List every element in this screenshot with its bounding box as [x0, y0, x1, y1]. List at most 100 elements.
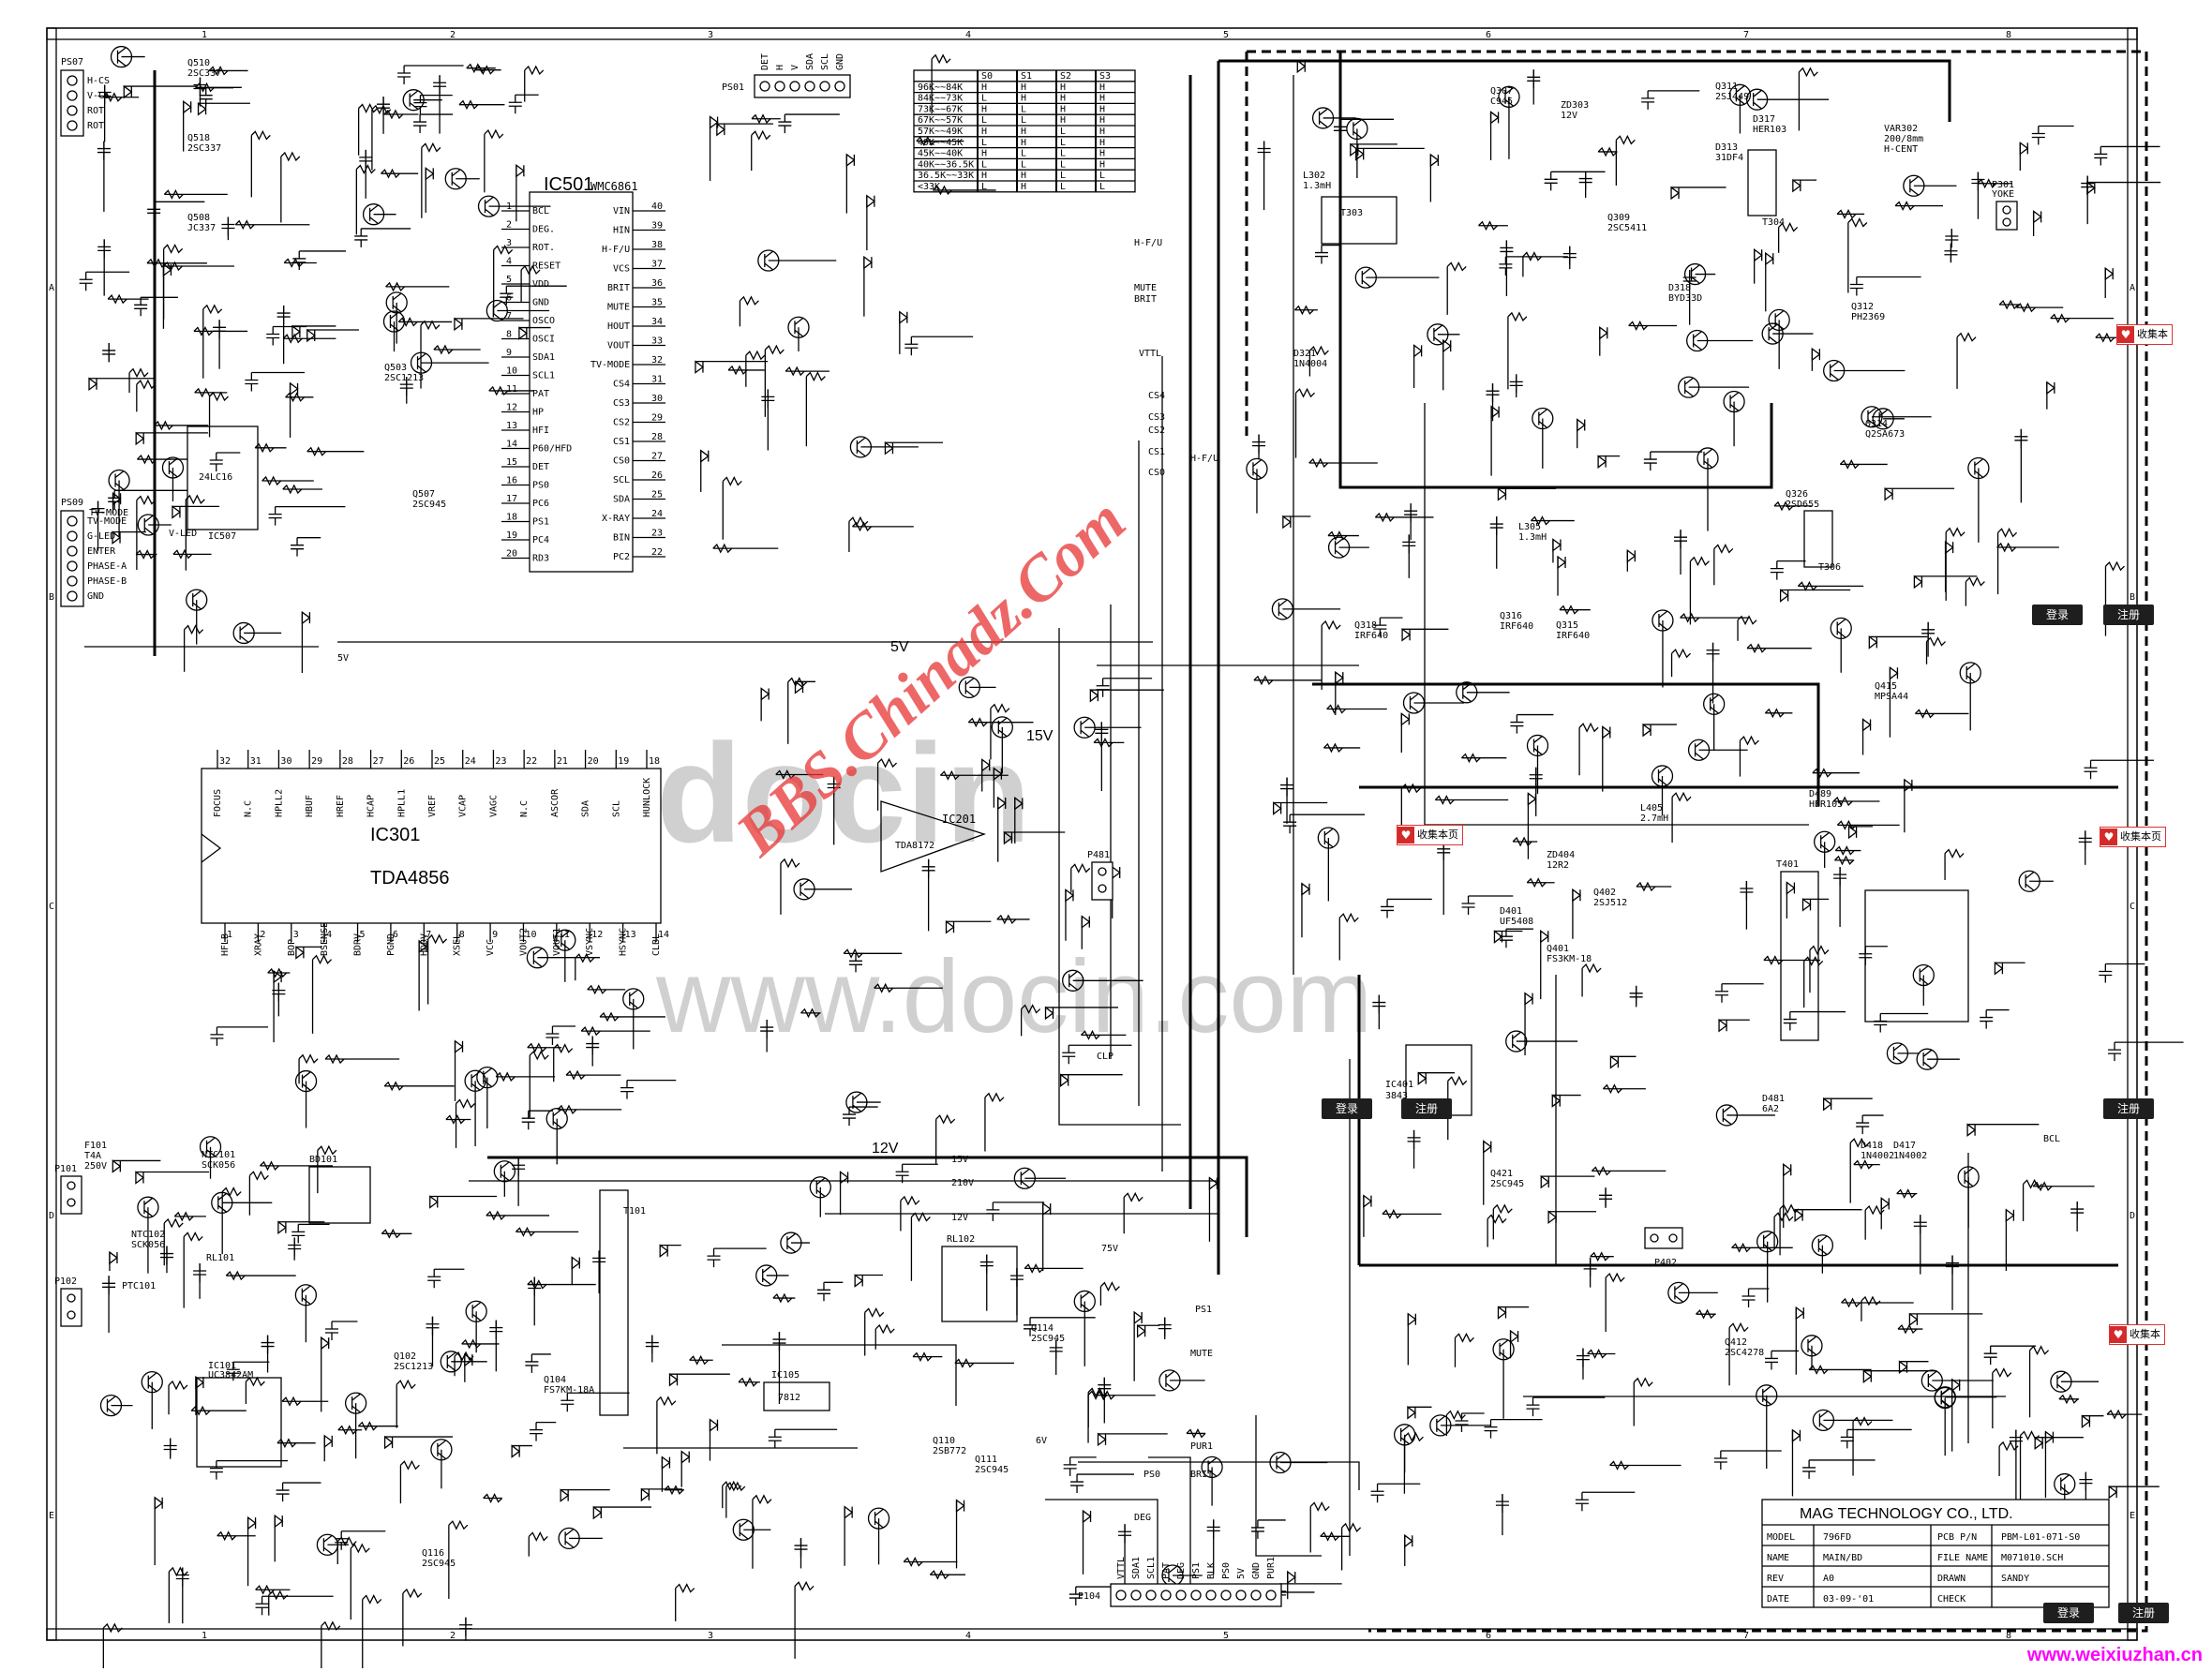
register-button-4[interactable]: 注册	[2118, 1603, 2169, 1623]
transistor-symbol	[1271, 598, 1294, 620]
login-button-1[interactable]: 登录	[2032, 605, 2083, 625]
label-q421: 2SC945	[1490, 1179, 1524, 1189]
label-d481: D481	[1762, 1094, 1785, 1104]
diode-symbol	[2046, 381, 2055, 396]
login-button-2[interactable]: 登录	[1322, 1098, 1372, 1119]
mode-table-cell: H	[1060, 115, 1066, 126]
ic501-pin-number: 36	[651, 278, 663, 289]
ps01-ref: PS01	[722, 82, 744, 93]
fav-button-1[interactable]: ♥收集本	[2116, 324, 2173, 345]
resistor-symbol	[848, 515, 869, 527]
ic201-ref: IC201	[942, 813, 976, 826]
login-button-3[interactable]: 登录	[2043, 1603, 2094, 1623]
label-d401: UF5408	[1500, 917, 1533, 927]
grid-col-label: 7	[1743, 30, 1749, 40]
resistor-symbol	[929, 1569, 949, 1580]
ic501-pin-number: 13	[506, 421, 517, 431]
mode-table-cell: H	[981, 104, 987, 114]
capacitor-symbol	[1983, 1346, 1997, 1366]
capacitor-symbol	[1402, 534, 1416, 554]
transistor-leads	[1080, 717, 1090, 738]
label-q507: 2SC945	[412, 500, 446, 510]
grid-col-label: 3	[708, 30, 713, 40]
resistor-symbol	[1308, 457, 1329, 469]
ic501-pin-label: OSCI	[532, 335, 555, 345]
resistor-symbol	[1834, 845, 1855, 856]
label-q326: Q326	[1786, 489, 1808, 500]
register-button-2[interactable]: 注册	[1401, 1098, 1452, 1119]
fav-button-3[interactable]: ♥收集本页	[2100, 827, 2166, 847]
transistor-symbol	[476, 1066, 499, 1089]
ic301-pin-label: VREF	[427, 795, 438, 817]
transistor-symbol	[1158, 1369, 1181, 1392]
resistor-symbol	[787, 677, 808, 688]
capacitor-symbol	[1280, 777, 1294, 797]
register-button-1[interactable]: 注册	[2103, 605, 2154, 625]
mode-table-cell: H	[1099, 94, 1105, 104]
transistor-symbol	[1073, 716, 1096, 739]
diode-symbol	[1208, 1176, 1218, 1190]
resistor-symbol	[1530, 515, 1550, 527]
capacitor-symbol	[1500, 240, 1514, 260]
fav-button-2[interactable]: ♥收集本页	[1397, 825, 1463, 845]
label-q104: FS7KM-18A	[544, 1385, 594, 1396]
mode-table-header: S0	[981, 71, 993, 82]
resistor-symbol	[399, 1459, 420, 1470]
transistor-leads	[1964, 1167, 1974, 1187]
net-6v: 6V	[1036, 1436, 1047, 1446]
transistor-leads	[764, 250, 774, 271]
transistor-leads	[368, 204, 379, 225]
ic301-pin-label: VSYNC	[585, 928, 595, 956]
resistor-symbol	[527, 1279, 547, 1291]
label-t303: T303	[1340, 208, 1363, 218]
resistor-symbol	[383, 1081, 404, 1092]
resistor-symbol	[136, 454, 157, 465]
resistor-symbol	[254, 442, 275, 454]
capacitor-symbol	[134, 297, 148, 317]
transistor-symbol	[867, 1507, 890, 1530]
net-cs3: CS3	[1148, 412, 1165, 423]
fav-button-4[interactable]: ♥收集本	[2109, 1324, 2165, 1345]
diode-symbol	[1509, 1329, 1519, 1344]
p104-pin-label: DEG	[1176, 1562, 1187, 1579]
ic501-pin-label: OSCO	[532, 316, 555, 326]
heart-icon: ♥	[2100, 829, 2117, 845]
net-cs0: CS0	[1148, 468, 1165, 478]
transistor-leads	[147, 1372, 157, 1393]
transistor-symbol	[1801, 1335, 1823, 1357]
ic301-pin-label: BOP	[287, 939, 297, 956]
resistor-symbol	[1382, 1208, 1402, 1219]
transistor-symbol	[1703, 693, 1726, 715]
label-q104: Q104	[544, 1375, 566, 1385]
register-button-3[interactable]: 注册	[2103, 1098, 2154, 1119]
capacitor-symbol	[213, 320, 227, 339]
transistor-symbol	[1957, 1166, 1980, 1188]
ic401-ref: IC401	[1385, 1080, 1413, 1090]
diode-symbol	[2108, 1485, 2118, 1500]
label-d317: HER103	[1753, 125, 1786, 135]
p104-pin	[1220, 1590, 1232, 1601]
diode-symbol	[863, 255, 873, 270]
ic301-pin-label: BDRV	[353, 933, 364, 956]
transistor-symbol	[1678, 376, 1700, 398]
resistor-symbol	[1998, 299, 2019, 310]
transistor-leads	[1690, 264, 1700, 285]
ps01-body	[754, 74, 851, 98]
capacitor-symbol	[2108, 1042, 2121, 1062]
resistor-symbol	[1123, 1191, 1143, 1202]
transistor-symbol	[211, 1191, 233, 1214]
resistor-symbol	[1740, 735, 1759, 746]
resistor-symbol	[877, 757, 898, 769]
bus-hdrive	[1338, 52, 1773, 489]
resistor-symbol	[1445, 1410, 1466, 1421]
label-d417: 1N4002	[1893, 1151, 1927, 1161]
diode-symbol	[1765, 251, 1774, 266]
transistor-leads	[1703, 448, 1713, 469]
title-date: 03-09-'01	[1823, 1594, 1874, 1605]
resistor-symbol	[250, 129, 271, 141]
capacitor-symbol	[843, 1107, 857, 1127]
mode-table-cell: 40K~~36.5K	[918, 159, 974, 170]
resistor-symbol	[1841, 1297, 1861, 1308]
site-url[interactable]: www.weixiuzhan.cn	[2026, 1645, 2203, 1665]
resistor-symbol	[248, 1170, 269, 1181]
